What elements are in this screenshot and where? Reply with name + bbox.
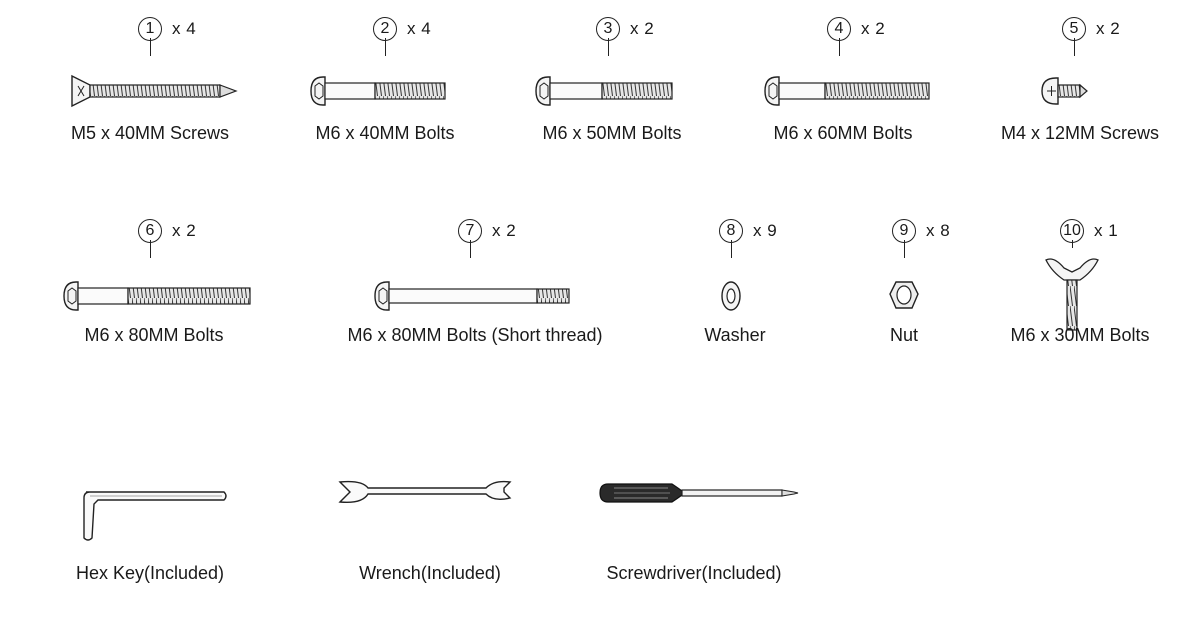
part-5: 5 x 2 M4 x 12MM Screws bbox=[950, 0, 1200, 170]
part-quantity: x 2 bbox=[630, 19, 655, 38]
hex-key-icon bbox=[83, 491, 227, 541]
part-number-badge: 3 bbox=[596, 17, 620, 41]
part-label: M6 x 50MM Bolts bbox=[542, 123, 682, 143]
part-quantity: x 1 bbox=[1094, 221, 1119, 240]
screwdriver-icon bbox=[599, 483, 799, 503]
part-10: 10 x 1 M6 x 30MM Bolts bbox=[950, 202, 1200, 372]
bolt-icon bbox=[310, 76, 446, 106]
wrench-icon bbox=[338, 480, 512, 504]
part-number-badge: 2 bbox=[373, 17, 397, 41]
part-label: Nut bbox=[889, 325, 918, 345]
tool-hex-key: Hex Key(Included) bbox=[20, 480, 280, 620]
part-label: M6 x 30MM Bolts bbox=[1010, 325, 1150, 345]
tool-label: Wrench(Included) bbox=[359, 563, 501, 583]
part-label: M4 x 12MM Screws bbox=[1000, 123, 1160, 143]
part-label: Washer bbox=[704, 325, 766, 345]
part-number-badge: 10 bbox=[1060, 219, 1084, 243]
part-6: 6 x 2 M6 x 80MM Bolts bbox=[24, 202, 284, 372]
part-number-badge: 4 bbox=[827, 17, 851, 41]
part-quantity: x 4 bbox=[407, 19, 432, 38]
part-number-badge: 6 bbox=[138, 219, 162, 243]
tool-label: Screwdriver(Included) bbox=[606, 563, 782, 583]
part-quantity: x 2 bbox=[492, 221, 517, 240]
part-number-badge: 1 bbox=[138, 17, 162, 41]
part-7: 7 x 2 M6 x 80MM Bolts (Short thread) bbox=[345, 202, 605, 372]
part-label: M6 x 80MM Bolts bbox=[84, 325, 224, 345]
part-3: 3 x 2 M6 x 50MM Bolts bbox=[482, 0, 742, 170]
part-number-badge: 7 bbox=[458, 219, 482, 243]
bolt-icon bbox=[535, 76, 673, 106]
part-number-badge: 9 bbox=[892, 219, 916, 243]
part-quantity: x 9 bbox=[753, 221, 778, 240]
part-1: 1 x 4 M5 x 40MM Screws bbox=[20, 0, 280, 170]
bolt-icon bbox=[63, 281, 251, 311]
washer-icon bbox=[721, 281, 741, 311]
part-quantity: x 2 bbox=[861, 19, 886, 38]
part-quantity: x 8 bbox=[926, 221, 951, 240]
countersunk-screw-icon bbox=[71, 74, 238, 108]
part-2: 2 x 4 M6 x 40MM Bolts bbox=[255, 0, 515, 170]
part-label: M5 x 40MM Screws bbox=[70, 123, 230, 143]
part-number-badge: 8 bbox=[719, 219, 743, 243]
part-quantity: x 2 bbox=[172, 221, 197, 240]
part-quantity: x 4 bbox=[172, 19, 197, 38]
wing-bolt-icon bbox=[1045, 258, 1099, 331]
part-4: 4 x 2 M6 x 60MM Bolts bbox=[713, 0, 973, 170]
pan-head-screw-icon bbox=[1041, 77, 1088, 105]
part-label: M6 x 60MM Bolts bbox=[773, 123, 913, 143]
bolt-short-thread-icon bbox=[374, 281, 570, 311]
part-9: 9 x 8 Nut bbox=[774, 202, 1034, 372]
part-quantity: x 2 bbox=[1096, 19, 1121, 38]
bolt-icon bbox=[764, 76, 930, 106]
nut-icon bbox=[889, 281, 919, 309]
part-label: M6 x 80MM Bolts (Short thread) bbox=[347, 325, 603, 345]
part-8: 8 x 9 Washer bbox=[605, 202, 865, 372]
tool-wrench: Wrench(Included) bbox=[300, 480, 560, 620]
tool-screwdriver: Screwdriver(Included) bbox=[564, 480, 824, 620]
part-label: M6 x 40MM Bolts bbox=[315, 123, 455, 143]
tool-label: Hex Key(Included) bbox=[75, 563, 225, 583]
